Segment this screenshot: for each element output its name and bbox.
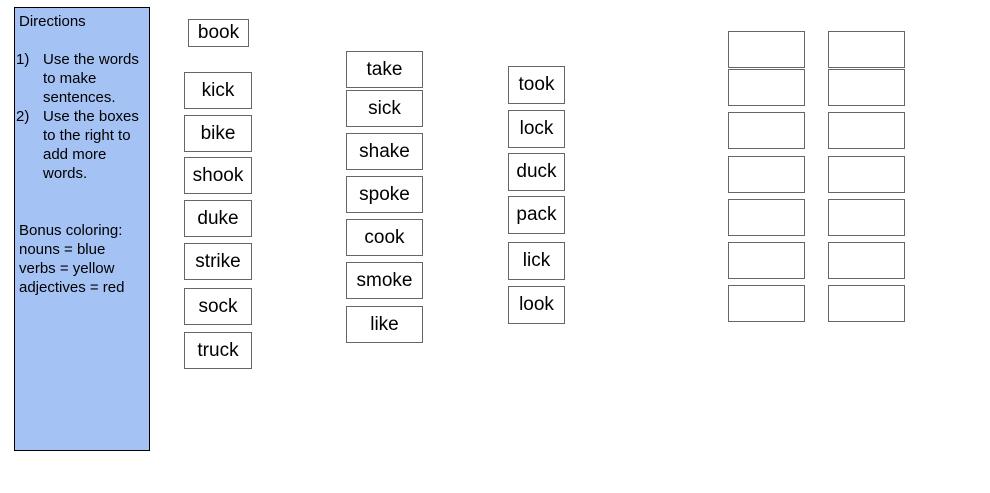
blank-word-box[interactable] — [828, 285, 905, 322]
word-tile-cook[interactable]: cook — [346, 219, 423, 256]
word-tile-kick[interactable]: kick — [184, 72, 252, 109]
blank-word-box[interactable] — [828, 199, 905, 236]
bonus-verbs: verbs = yellow — [19, 260, 115, 277]
blank-word-box[interactable] — [828, 112, 905, 149]
directions-panel: Directions 1) Use the words to make sente… — [14, 7, 150, 451]
word-tile-book[interactable]: book — [188, 19, 249, 47]
bonus-adjectives: adjectives = red — [19, 279, 125, 296]
step-text: Use the words to make sentences. — [43, 51, 139, 106]
word-tile-shook[interactable]: shook — [184, 157, 252, 194]
blank-word-box[interactable] — [828, 242, 905, 279]
bonus-title: Bonus coloring: — [19, 222, 123, 239]
word-tile-took[interactable]: took — [508, 66, 565, 104]
blank-word-box[interactable] — [728, 156, 805, 193]
blank-word-box[interactable] — [728, 69, 805, 106]
bonus-coloring: Bonus coloring: nouns = blue verbs = yel… — [19, 221, 145, 297]
word-tile-strike[interactable]: strike — [184, 243, 252, 280]
directions-steps: 1) Use the words to make sentences. 2) Use… — [16, 50, 145, 183]
word-tile-shake[interactable]: shake — [346, 133, 423, 170]
blank-word-box[interactable] — [828, 69, 905, 106]
blank-word-box[interactable] — [828, 156, 905, 193]
word-tile-lick[interactable]: lick — [508, 242, 565, 280]
word-tile-truck[interactable]: truck — [184, 332, 252, 369]
blank-word-box[interactable] — [828, 31, 905, 68]
word-tile-take[interactable]: take — [346, 51, 423, 88]
word-tile-look[interactable]: look — [508, 286, 565, 324]
word-tile-sick[interactable]: sick — [346, 90, 423, 127]
word-tile-duke[interactable]: duke — [184, 200, 252, 237]
word-tile-like[interactable]: like — [346, 306, 423, 343]
blank-word-box[interactable] — [728, 112, 805, 149]
step-number: 2) — [16, 108, 30, 125]
word-tile-pack[interactable]: pack — [508, 196, 565, 234]
step-number: 1) — [16, 51, 30, 68]
blank-word-box[interactable] — [728, 242, 805, 279]
blank-word-box[interactable] — [728, 285, 805, 322]
word-tile-duck[interactable]: duck — [508, 153, 565, 191]
step-text: Use the boxes to the right to add more w… — [43, 108, 139, 182]
word-tile-smoke[interactable]: smoke — [346, 262, 423, 299]
direction-step: 2) Use the boxes to the right to add more… — [16, 107, 145, 183]
directions-title: Directions — [19, 13, 86, 30]
bonus-nouns: nouns = blue — [19, 241, 106, 258]
direction-step: 1) Use the words to make sentences. — [16, 50, 145, 107]
word-tile-spoke[interactable]: spoke — [346, 176, 423, 213]
blank-word-box[interactable] — [728, 199, 805, 236]
word-tile-lock[interactable]: lock — [508, 110, 565, 148]
word-tile-sock[interactable]: sock — [184, 288, 252, 325]
blank-word-box[interactable] — [728, 31, 805, 68]
word-tile-bike[interactable]: bike — [184, 115, 252, 152]
